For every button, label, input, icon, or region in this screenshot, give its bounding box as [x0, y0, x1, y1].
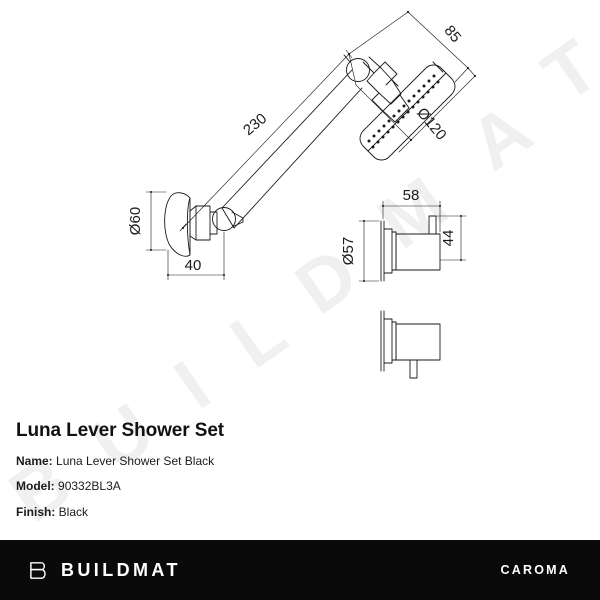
dimension-label-arm-length: 230	[240, 110, 270, 139]
spec-value: Black	[58, 504, 89, 519]
dimension-label-flange-diameter: Ø60	[127, 207, 144, 235]
dimension-label-mixer-plate-diameter: Ø57	[340, 237, 357, 265]
product-info-block: Luna Lever Shower Set Name: Luna Lever S…	[16, 420, 576, 530]
dimension-rose-diameter	[348, 53, 477, 153]
dimension-mixer-plate-diameter	[358, 219, 380, 283]
buildmat-brand: BUILDMAT	[28, 559, 181, 582]
dimension-flange-projection	[166, 231, 226, 281]
mixer-view-lower	[380, 310, 441, 379]
caroma-wordmark: CAROMA	[500, 563, 570, 577]
dimension-label-head-offset: 85	[441, 22, 465, 46]
spec-label: Finish:	[16, 504, 56, 519]
dimension-flange-diameter	[145, 190, 167, 252]
mixer-view-upper	[380, 215, 441, 282]
spec-label: Name:	[16, 454, 53, 468]
buildmat-wordmark: BUILDMAT	[61, 559, 181, 580]
upper-ball-joint	[343, 54, 370, 82]
dimension-label-flange-projection: 40	[185, 257, 202, 274]
spec-row-model: Model: 90332BL3A	[16, 479, 576, 493]
technical-drawing: 230 85 Ø120 Ø60 40 58 Ø57 44	[127, 10, 477, 379]
spec-label: Model:	[16, 479, 55, 494]
spec-value: Luna Lever Shower Set Black	[56, 454, 215, 468]
wall-flange-view	[164, 192, 218, 257]
spec-row-finish: Finish: Black	[16, 505, 576, 519]
dimension-mixer-depth	[436, 214, 467, 262]
dimension-label-mixer-depth: 44	[440, 230, 457, 247]
footer-bar: BUILDMAT CAROMA	[0, 540, 600, 600]
spec-value: 90332BL3A	[58, 479, 121, 494]
dimension-mixer-width	[381, 200, 442, 233]
dimension-label-mixer-width: 58	[403, 187, 420, 204]
page-title: Luna Lever Shower Set	[16, 420, 225, 441]
dimension-arm-length	[179, 49, 353, 232]
dimension-label-rose-diameter: Ø120	[413, 105, 450, 144]
shower-arm	[221, 69, 363, 229]
dimension-head-offset	[347, 10, 470, 70]
shower-head-neck	[362, 56, 410, 123]
buildmat-b-logo-icon	[30, 561, 46, 579]
spec-row-name: Name: Luna Lever Shower Set Black	[16, 454, 576, 468]
